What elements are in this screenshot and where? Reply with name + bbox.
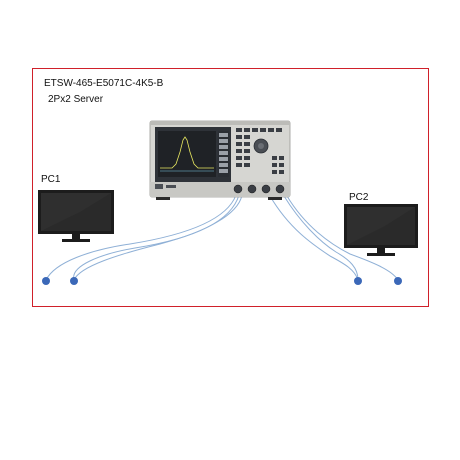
server-subtitle: 2Px2 Server	[48, 94, 104, 105]
cable-port4-b	[286, 195, 399, 281]
cables	[45, 194, 399, 281]
cable-port3-a	[269, 195, 359, 281]
server-title: ETSW-465-E5071C-4K5-B	[44, 78, 164, 89]
pc2-label: PC2	[349, 192, 369, 203]
server-boundary-frame	[32, 68, 429, 307]
pc1-label: PC1	[41, 174, 61, 185]
pc2-monitor-icon	[344, 204, 418, 256]
cable-port1-a	[45, 194, 237, 281]
cable-port4-a	[283, 195, 359, 281]
pc1-monitor-icon	[38, 190, 114, 242]
port-dot-icon	[42, 277, 50, 285]
port-dot-icon	[394, 277, 402, 285]
network-analyzer-icon	[149, 120, 291, 200]
port-dot-icon	[70, 277, 78, 285]
cable-port1-b	[73, 194, 240, 281]
port-dots	[42, 277, 402, 285]
cable-port2-a	[73, 194, 243, 281]
port-dot-icon	[354, 277, 362, 285]
